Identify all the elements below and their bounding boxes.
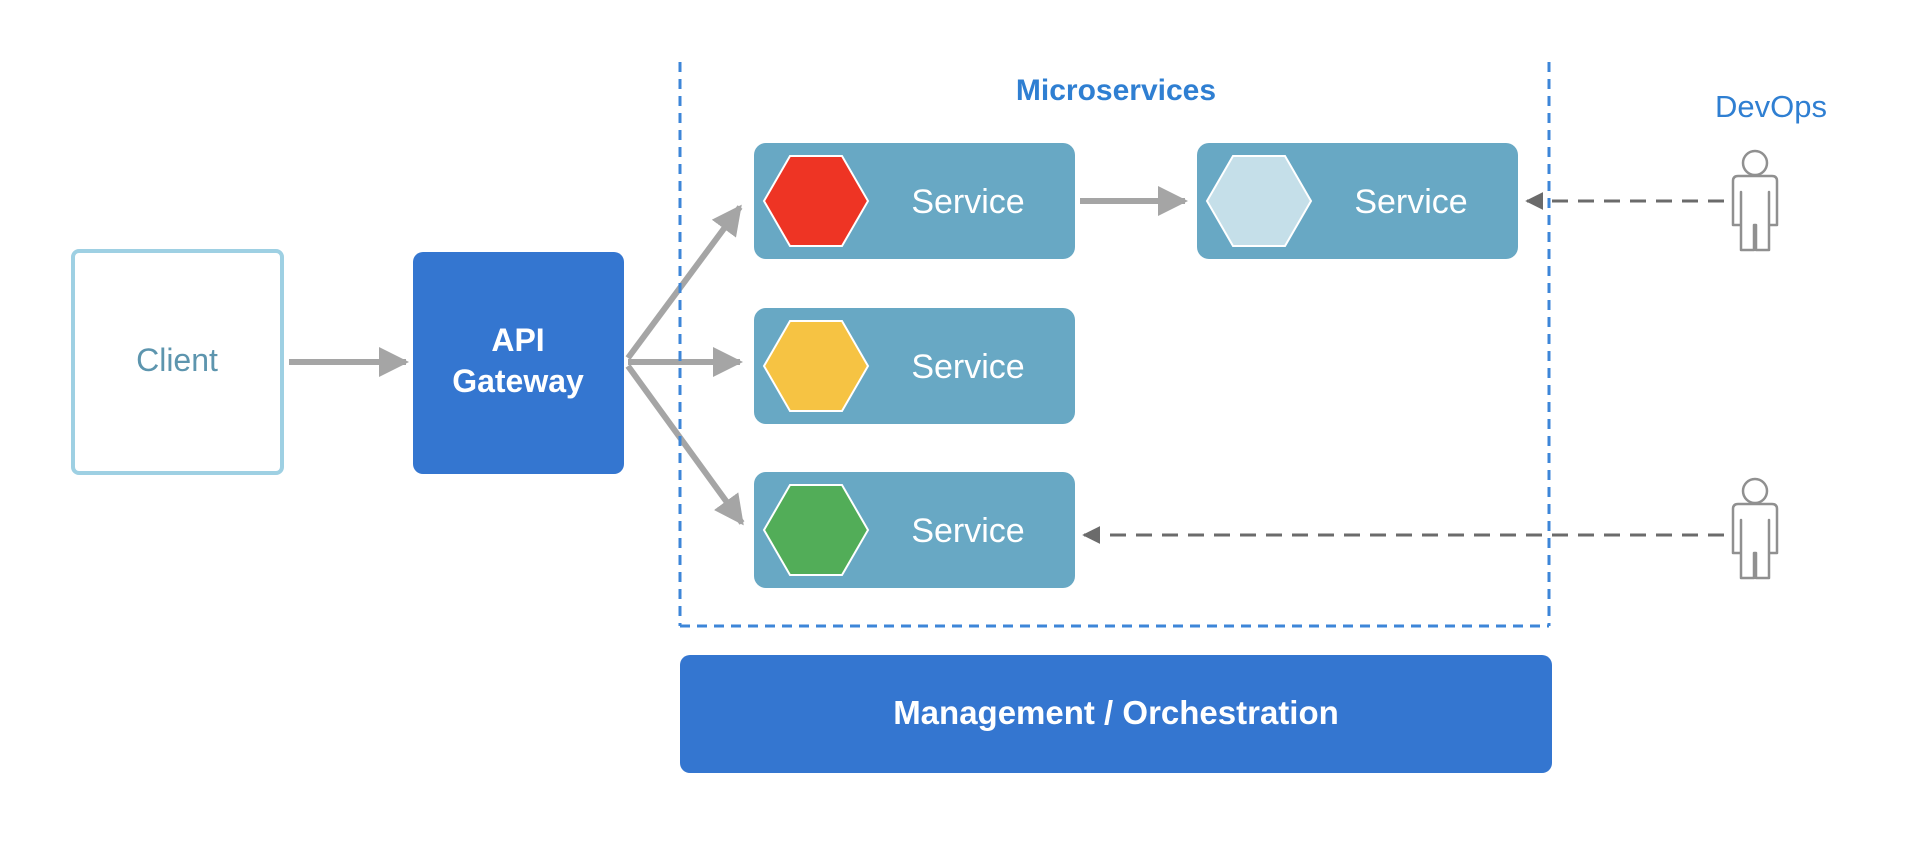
hexagon-yellow-icon [762, 320, 870, 412]
client-node: Client [71, 249, 284, 475]
arrow-gateway-to-service-red [625, 204, 743, 360]
management-orchestration-label: Management / Orchestration [893, 694, 1339, 731]
hexagon-green-icon [762, 484, 870, 576]
api-gateway-node: API Gateway [413, 252, 624, 474]
devops-label: DevOps [1715, 89, 1827, 124]
service-label-yellow: Service [911, 348, 1024, 386]
service-node-red: Service [754, 143, 1075, 259]
service-label-light: Service [1354, 183, 1467, 221]
hexagon-red-icon [762, 155, 870, 247]
service-node-green: Service [754, 472, 1075, 588]
management-orchestration-bar: Management / Orchestration [680, 655, 1552, 773]
person-icon [1731, 477, 1779, 580]
client-label: Client [136, 342, 218, 378]
api-gateway-label-line1: API [491, 322, 544, 358]
api-gateway-label-line2: Gateway [452, 363, 584, 399]
devops-person-icon [1731, 149, 1779, 252]
microservices-title: Microservices [1016, 74, 1216, 107]
service-node-light: Service [1197, 143, 1518, 259]
microservices-boundary [678, 62, 1551, 628]
hexagon-light-icon [1205, 155, 1313, 247]
service-node-yellow: Service [754, 308, 1075, 424]
service-label-red: Service [911, 183, 1024, 221]
arrow-gateway-to-service-green [625, 364, 745, 526]
service-label-green: Service [911, 512, 1024, 550]
